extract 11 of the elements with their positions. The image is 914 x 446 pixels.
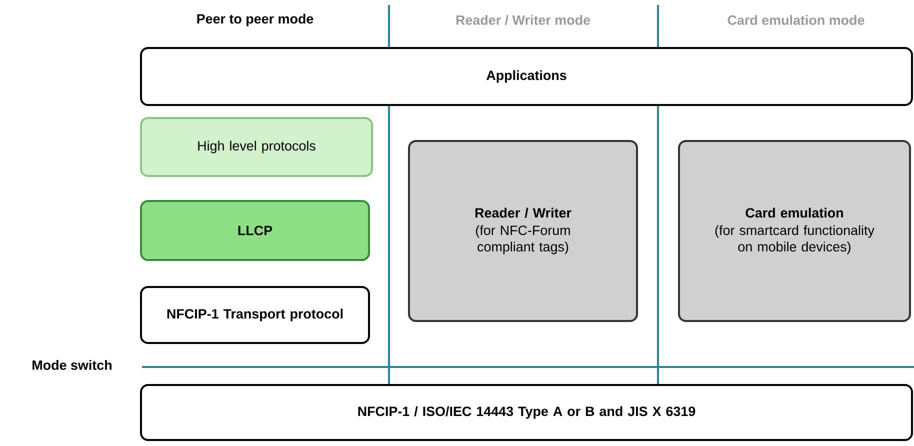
mode-switch-label: Mode switch <box>32 360 112 370</box>
layer-box: Applications <box>140 47 913 106</box>
stack-box: High level protocols <box>140 117 373 177</box>
mode-heading: Peer to peer mode <box>197 14 314 26</box>
mode-box: Card emulation (for smartcard functionality on mobile devices) <box>678 140 911 322</box>
mode-heading: Reader / Writer mode <box>456 14 590 25</box>
mode-box: Reader / Writer (for NFC-Forum compliant tags) <box>408 140 638 322</box>
mode-heading: Card emulation mode <box>728 15 864 25</box>
stack-box: LLCP <box>140 200 370 261</box>
layer-box: NFCIP-1 / ISO/IEC 14443 Type A or B and JIS X 6319 <box>140 384 913 441</box>
stack-box: NFCIP-1 Transport protocol <box>140 286 370 344</box>
